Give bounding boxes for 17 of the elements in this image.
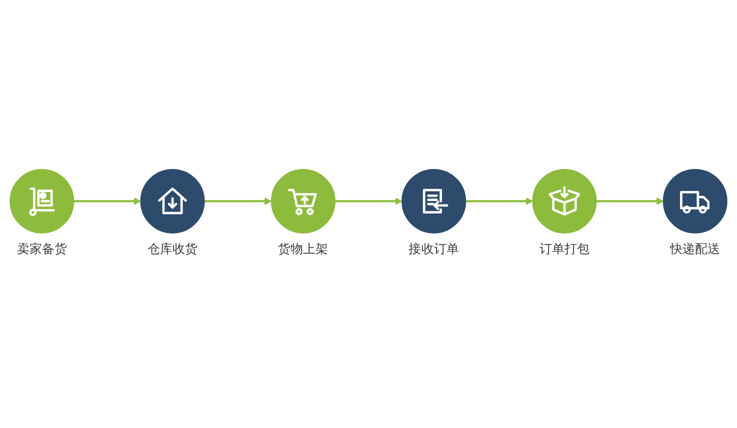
node-circle <box>662 168 728 234</box>
node-circle <box>140 168 205 234</box>
arrow <box>466 198 533 205</box>
node-label: 接收订单 <box>408 241 459 257</box>
arrow <box>596 198 664 205</box>
node-circle <box>532 168 597 234</box>
node-label: 卖家备货 <box>16 241 67 257</box>
node-circle <box>270 168 336 234</box>
node-circle <box>402 168 466 234</box>
arrow <box>204 198 272 205</box>
node-label: 仓库收货 <box>147 241 198 257</box>
arrow <box>335 198 402 205</box>
node-label: 订单打包 <box>539 241 590 257</box>
node-label: 快递配送 <box>670 241 720 257</box>
arrow <box>74 198 142 205</box>
node-label: 货物上架 <box>278 241 328 257</box>
node-circle <box>10 168 74 234</box>
